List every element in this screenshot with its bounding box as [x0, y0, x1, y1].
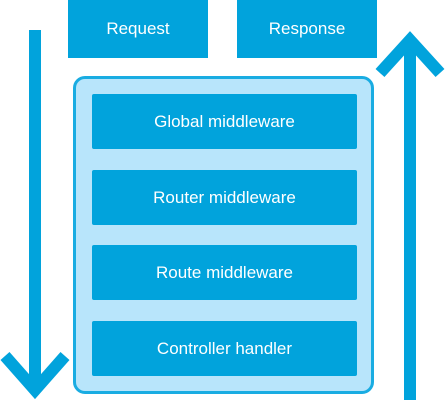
controller-handler-box: Controller handler: [92, 321, 357, 376]
request-box: Request: [68, 0, 208, 58]
middleware-stack-panel: Global middleware Router middleware Rout…: [73, 76, 374, 394]
route-middleware-label: Route middleware: [155, 262, 293, 282]
route-middleware-box: Route middleware: [92, 245, 357, 300]
router-middleware-box: Router middleware: [92, 170, 357, 225]
response-label: Response: [268, 19, 346, 38]
router-middleware-label: Router middleware: [153, 187, 296, 207]
request-flow-down-arrow-icon: [0, 30, 70, 400]
response-flow-up-arrow-icon: [375, 31, 445, 400]
controller-handler-label: Controller handler: [156, 338, 293, 358]
global-middleware-label: Global middleware: [154, 111, 295, 131]
response-box: Response: [237, 0, 377, 58]
global-middleware-box: Global middleware: [92, 94, 357, 149]
request-label: Request: [106, 19, 170, 38]
